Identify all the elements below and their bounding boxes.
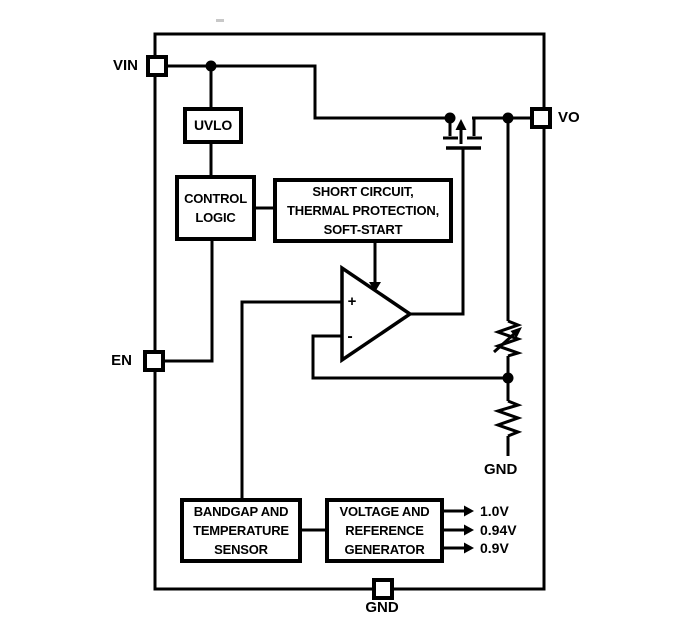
protection-line: SHORT CIRCUIT, <box>312 184 414 199</box>
wire-vin-to-pass-transistor <box>168 64 450 120</box>
opamp-plus-label: + <box>348 293 357 310</box>
arrow-down-icon <box>369 282 381 292</box>
bandgap-line: TEMPERATURE <box>193 523 289 538</box>
vo-pin <box>530 107 552 129</box>
protection-line: THERMAL PROTECTION, <box>287 203 439 218</box>
gnd-pin <box>372 578 394 600</box>
wires <box>165 64 531 550</box>
junction-dot <box>502 372 514 384</box>
reference-line: REFERENCE <box>345 523 424 538</box>
arrow-right-icon <box>464 524 474 536</box>
bandgap-block: BANDGAP AND TEMPERATURE SENSOR <box>180 498 302 563</box>
wire-bandgap-to-plus-input <box>240 300 341 498</box>
wire-feedback-to-minus-input <box>311 334 503 380</box>
junction-dot <box>205 60 217 72</box>
gnd-pin-label: GND <box>365 599 399 616</box>
opamp-minus-label: - <box>347 328 352 345</box>
vin-pin-label: VIN <box>112 57 138 74</box>
protection-line: SOFT-START <box>323 222 403 237</box>
junction-dots <box>205 60 514 384</box>
control-logic-block: CONTROL LOGIC <box>175 175 256 241</box>
bandgap-line: BANDGAP AND <box>193 504 289 519</box>
variable-resistor-icon <box>492 319 523 358</box>
vo-pin-label: VO <box>558 109 580 126</box>
resistor-icon <box>493 399 523 438</box>
junction-dot <box>444 112 456 124</box>
bandgap-line: SENSOR <box>214 542 268 557</box>
uvlo-block: UVLO <box>183 107 243 144</box>
arrow-right-icon <box>464 505 474 517</box>
reference-line: VOLTAGE AND <box>339 504 430 519</box>
pmos-transistor-icon <box>443 118 482 150</box>
reference-line: GENERATOR <box>344 542 425 557</box>
ref-output-label-1v0: 1.0V <box>480 503 509 519</box>
stray-mark <box>216 19 224 22</box>
arrow-upright-icon <box>510 327 522 338</box>
ic-boundary <box>153 32 546 591</box>
ref-output-label-0v94: 0.94V <box>480 522 517 538</box>
opamp-triangle-icon: + - <box>340 264 414 364</box>
control-logic-line: LOGIC <box>195 210 236 225</box>
control-logic-line: CONTROL <box>184 191 247 206</box>
arrow-right-icons <box>464 505 474 554</box>
arrow-right-icon <box>464 542 474 554</box>
arrow-up-icon <box>455 119 467 130</box>
reference-generator-block: VOLTAGE AND REFERENCE GENERATOR <box>325 498 444 563</box>
divider-gnd-label: GND <box>484 461 518 478</box>
protection-block: SHORT CIRCUIT, THERMAL PROTECTION, SOFT-… <box>273 178 453 243</box>
en-pin <box>143 350 165 372</box>
junction-dot <box>502 112 514 124</box>
vin-pin <box>146 55 168 77</box>
en-pin-label: EN <box>111 352 132 369</box>
uvlo-label: UVLO <box>193 117 233 133</box>
wire-amplifier-out-to-gate <box>409 148 465 316</box>
wire-en-to-control <box>165 240 214 363</box>
ref-output-label-0v9: 0.9V <box>480 540 509 556</box>
